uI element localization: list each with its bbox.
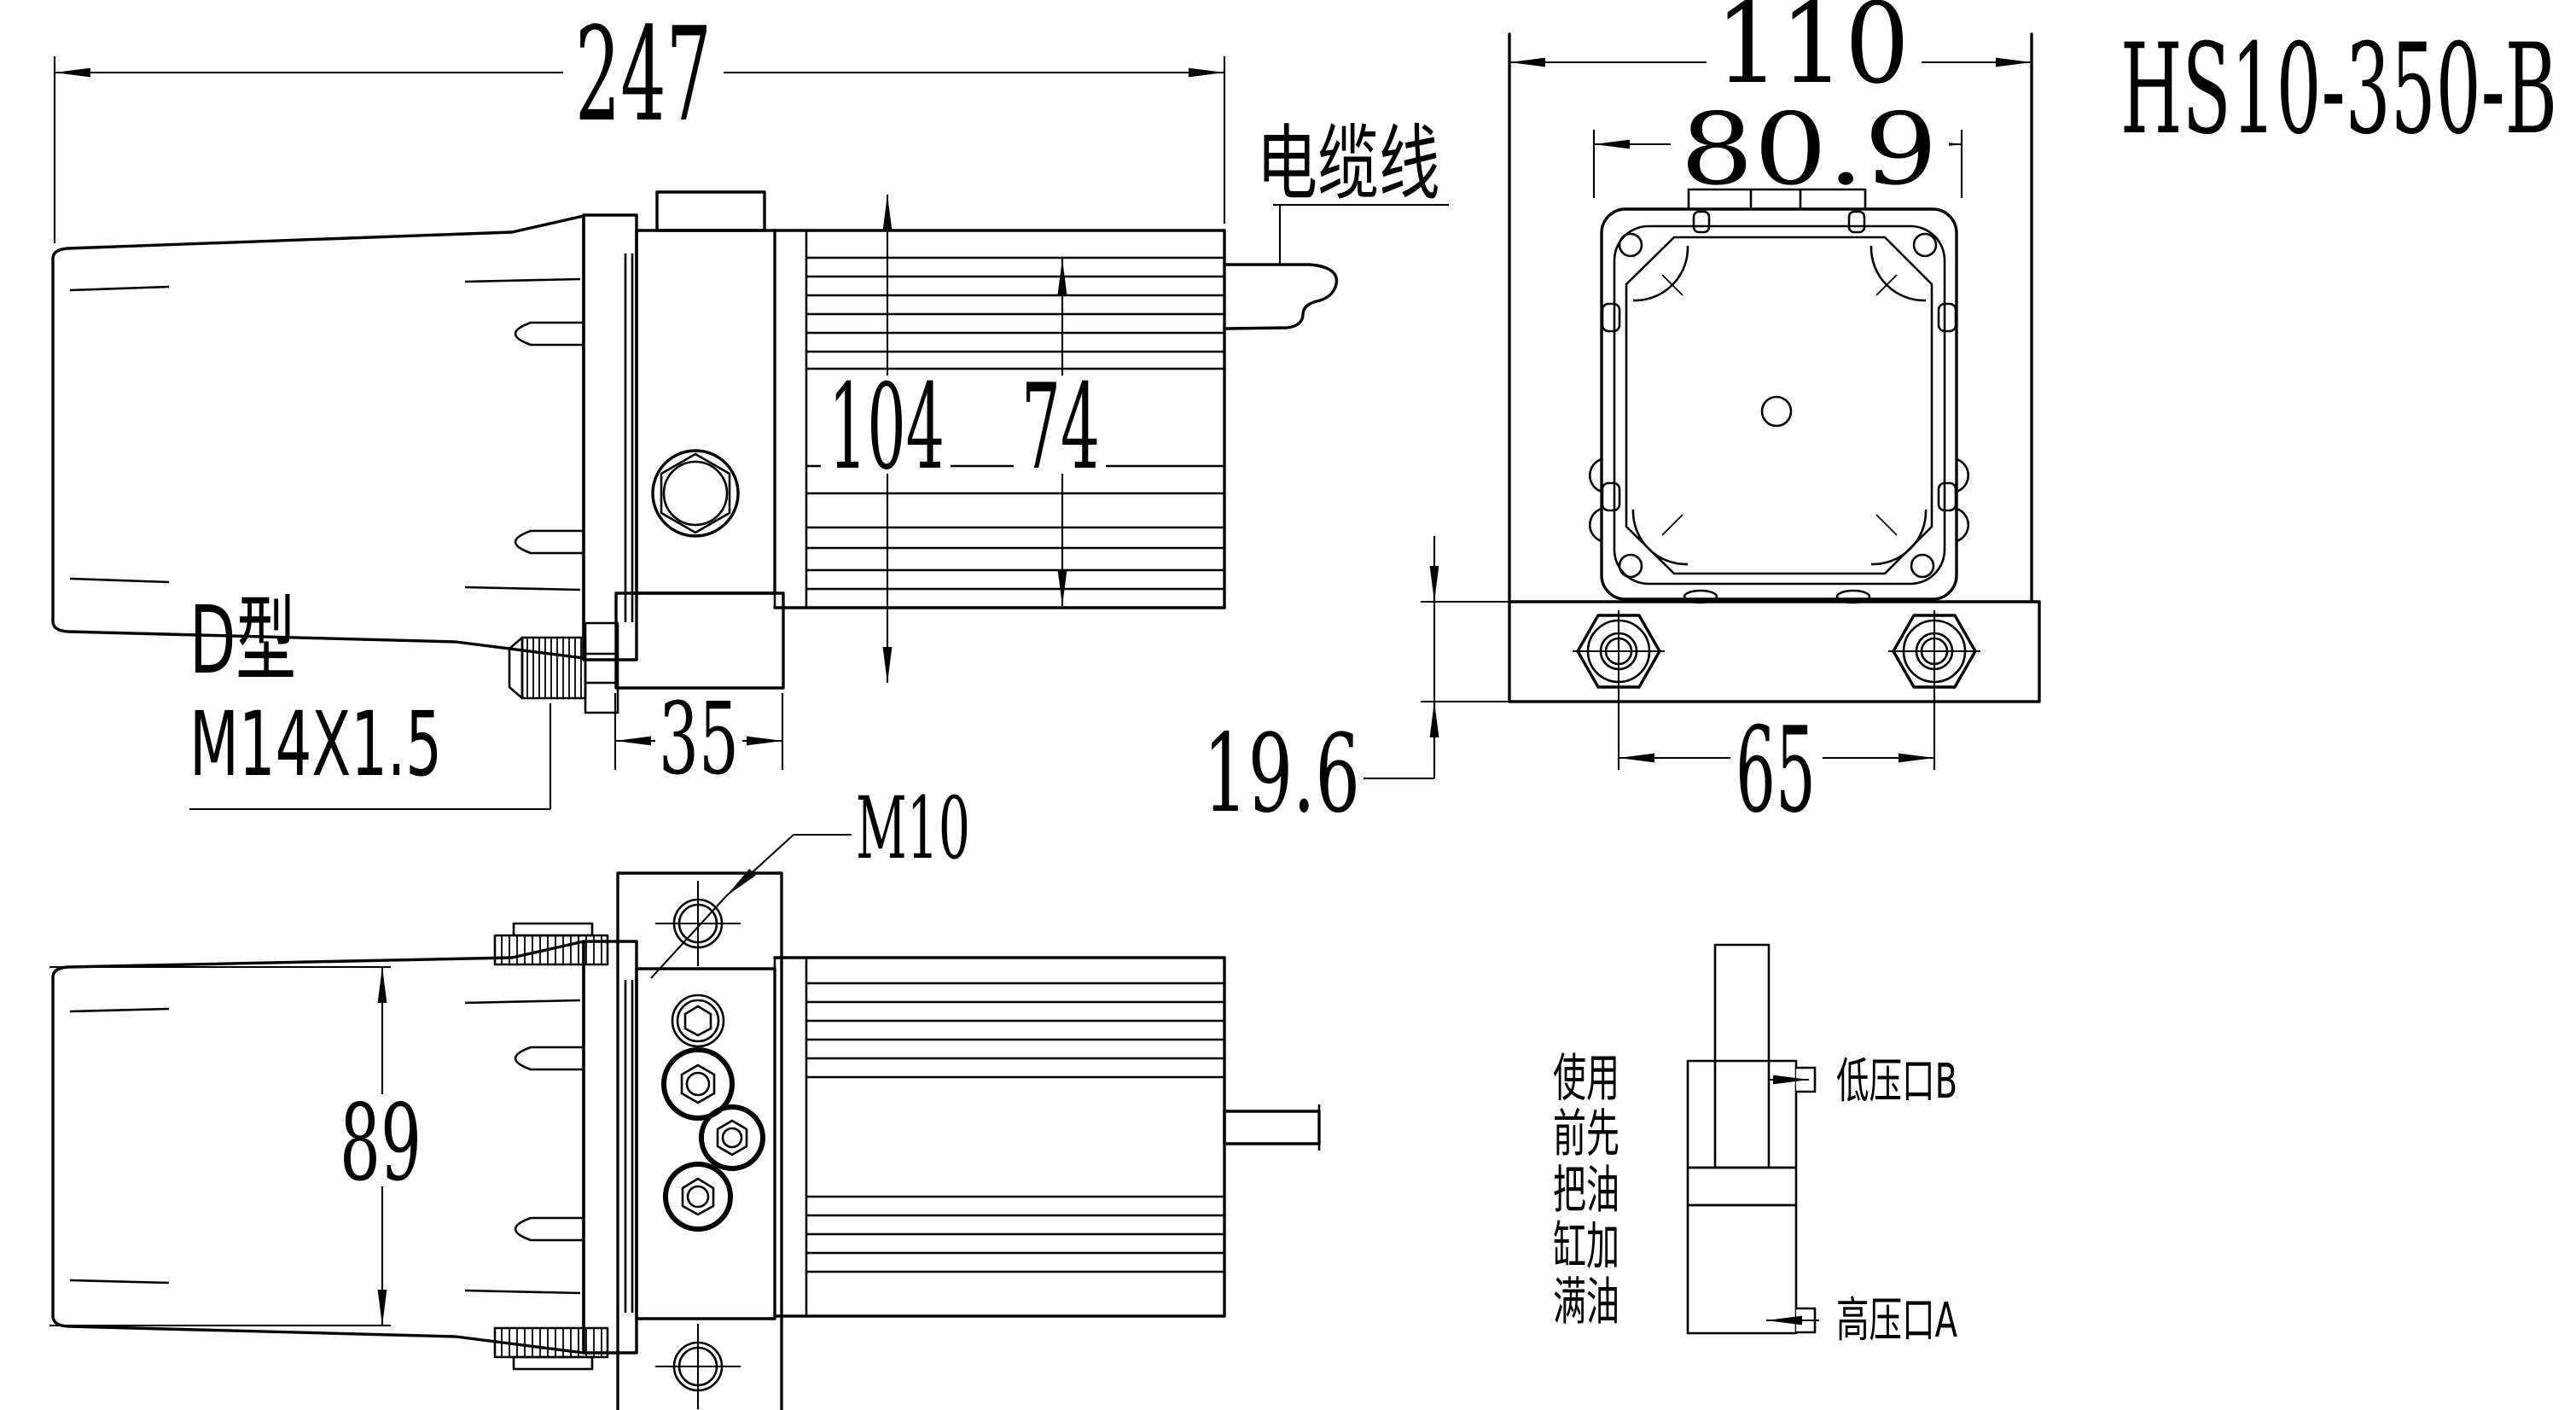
pump-block-side bbox=[635, 229, 776, 595]
mount-plate-top-side bbox=[655, 190, 766, 232]
dim-body-height: 104 bbox=[821, 195, 951, 683]
hydraulic-schematic: 使用 前先 把油 缸加 满油 低压口B 高压口A bbox=[1553, 943, 1957, 1349]
note-line: 前先 bbox=[1553, 1104, 1619, 1164]
dim-bracket-thickness: 19.6 bbox=[1203, 536, 1532, 836]
high-pressure-port-label: 高压口A bbox=[1836, 1293, 1957, 1349]
corner-screw bbox=[1912, 232, 1938, 258]
port-plug bbox=[671, 993, 725, 1048]
side-view: 247 bbox=[51, 0, 1449, 811]
port-plug bbox=[699, 1104, 765, 1171]
dim-plate-width-text: 110 bbox=[1715, 0, 1910, 108]
fitting-callout: D型 M14X1.5 bbox=[189, 586, 552, 811]
cylinder-rod bbox=[1713, 943, 1771, 1169]
dim-housing-height-text: 89 bbox=[340, 1082, 422, 1205]
drawing-title: HS10-350-B bbox=[2120, 17, 2557, 162]
fitting-type-text: D型 bbox=[189, 586, 296, 695]
cable-label: 电缆线 bbox=[1257, 116, 1449, 265]
d-fitting bbox=[508, 621, 619, 714]
dim-bracket-thickness-text: 19.6 bbox=[1203, 711, 1360, 836]
motor-face-inner bbox=[1613, 224, 1946, 586]
mount-bracket bbox=[1508, 600, 2041, 703]
note-line: 把油 bbox=[1553, 1161, 1619, 1221]
m10-label-text: M10 bbox=[856, 778, 970, 878]
housing-vent-slot bbox=[514, 529, 584, 555]
dim-plate-width: 110 bbox=[1509, 0, 2032, 108]
hex-plug-side bbox=[651, 449, 740, 538]
dim-housing-height: 89 bbox=[49, 965, 428, 1327]
cylinder-top bbox=[773, 956, 1226, 1318]
dim-port-block-width: 35 bbox=[613, 682, 784, 797]
usage-note: 使用 前先 把油 缸加 满油 bbox=[1553, 1049, 1619, 1332]
top-view: 89 bbox=[49, 778, 1321, 1410]
corner-screw bbox=[1618, 232, 1643, 258]
oil-cylinder-sketch bbox=[1686, 943, 1819, 1335]
port-plug bbox=[661, 1047, 735, 1121]
fitting-hex-nut bbox=[584, 621, 619, 714]
dim-bolt-spacing-text: 65 bbox=[1736, 702, 1816, 839]
motor-housing-top bbox=[51, 940, 585, 1355]
port-plug bbox=[663, 1162, 733, 1232]
dim-bolt-spacing: 65 bbox=[1619, 702, 1934, 839]
dim-face-width-text: 80.9 bbox=[1680, 92, 1938, 207]
output-shaft bbox=[1223, 1104, 1321, 1151]
low-pressure-port-label: 低压口B bbox=[1836, 1054, 1957, 1110]
motor-housing-side bbox=[51, 214, 585, 660]
cooling-fins bbox=[807, 982, 1224, 1273]
m10-hole-bottom bbox=[655, 1324, 741, 1409]
threaded-boss-top bbox=[493, 922, 609, 966]
dim-overall-length: 247 bbox=[53, 0, 1226, 243]
note-line: 使用 bbox=[1553, 1049, 1619, 1109]
note-line: 缸加 bbox=[1553, 1217, 1619, 1277]
m10-callout: M10 bbox=[650, 778, 970, 979]
corner-screw bbox=[1910, 553, 1935, 579]
pump-block-top bbox=[635, 967, 776, 1320]
mount-bolt-left bbox=[1573, 610, 1665, 770]
dim-overall-length-text: 247 bbox=[575, 0, 712, 150]
dim-port-block-width-text: 35 bbox=[659, 682, 739, 797]
flange-top bbox=[582, 940, 638, 1355]
mounting-plate bbox=[616, 871, 783, 1410]
housing-vent-slot bbox=[514, 321, 584, 347]
dim-motor-od-text: 74 bbox=[1021, 358, 1100, 496]
motor-face-outer bbox=[1600, 207, 1958, 601]
cable bbox=[1224, 263, 1339, 330]
dim-body-height-text: 104 bbox=[829, 358, 945, 496]
mount-bolt-right bbox=[1888, 610, 1980, 770]
m10-hole-top bbox=[655, 881, 741, 966]
cable-label-text: 电缆线 bbox=[1257, 116, 1440, 212]
dim-face-width: 80.9 bbox=[1592, 92, 1963, 207]
note-line: 满油 bbox=[1553, 1273, 1619, 1332]
shaft-center-hole bbox=[1760, 395, 1793, 428]
dim-motor-od: 74 bbox=[1014, 259, 1106, 606]
face-panel bbox=[1625, 236, 1933, 575]
fitting-thread-text: M14X1.5 bbox=[189, 692, 442, 796]
port-plate-side bbox=[614, 591, 785, 690]
front-view: 110 80.9 bbox=[1203, 0, 2041, 839]
